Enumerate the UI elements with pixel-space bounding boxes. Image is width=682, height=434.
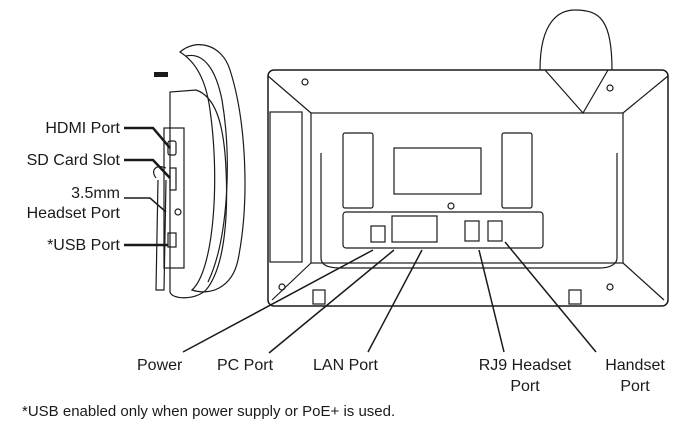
audio-jack (174, 208, 182, 216)
back-view-phone (267, 9, 669, 307)
label-headset-port: Headset Port (26, 205, 120, 222)
leader-lines (124, 126, 597, 354)
hdmi-slot (167, 140, 177, 156)
label-handset: Handset (605, 357, 665, 374)
label-hdmi-port: HDMI Port (45, 120, 120, 137)
label-power: Power (137, 357, 183, 374)
handset-top (539, 9, 613, 71)
label-rj9-headset: RJ9 Headset (478, 357, 572, 374)
stand-frame (320, 153, 618, 269)
inner-panel (310, 112, 624, 264)
rj45-block (391, 215, 438, 243)
sd-slot (169, 167, 177, 191)
side-view-phone (153, 44, 246, 299)
port-panel (163, 127, 185, 269)
label-lan-port: LAN Port (313, 357, 378, 374)
rj9-handset-jack (487, 220, 503, 242)
rj9-headset-jack (464, 220, 480, 242)
stand-side (153, 166, 167, 291)
side-latch (269, 111, 303, 263)
label-sd-card-slot: SD Card Slot (26, 152, 120, 169)
label-rj9-port: Port (510, 378, 540, 395)
label-35mm: 3.5mm (71, 185, 120, 202)
stand-hinge-right (501, 132, 533, 209)
label-pc-port: PC Port (217, 357, 274, 374)
label-handset-port: Port (620, 378, 650, 395)
label-area (393, 147, 482, 195)
dc-jack (370, 225, 386, 243)
handset-side-outline (178, 44, 246, 293)
body-side-outline (169, 89, 228, 299)
back-outline (267, 69, 669, 307)
usb-slot (167, 232, 177, 248)
footnote: *USB enabled only when power supply or P… (22, 403, 396, 420)
stand-hinge-left (342, 132, 374, 209)
label-usb-port: *USB Port (47, 237, 120, 254)
port-bay (342, 211, 544, 249)
